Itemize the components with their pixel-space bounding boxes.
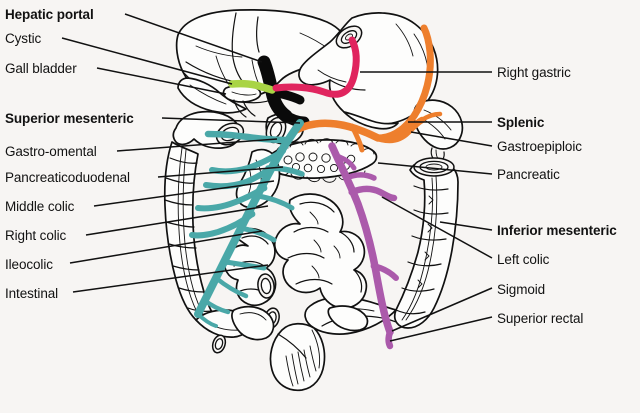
leader-line-pancreatic	[377, 162, 493, 175]
label-superior-mesenteric: Superior mesenteric	[5, 111, 134, 126]
label-inferior-mesenteric: Inferior mesenteric	[497, 223, 617, 238]
vessel-cystic-vein	[228, 79, 276, 94]
label-left-colic: Left colic	[497, 252, 550, 267]
leader-line-superior-rectal	[389, 316, 493, 342]
leader-line-superior-mesenteric	[161, 117, 301, 124]
leader-line-cystic	[61, 37, 233, 85]
label-gastroepiploic: Gastroepiploic	[497, 139, 582, 154]
label-cystic: Cystic	[5, 31, 42, 46]
label-splenic: Splenic	[497, 115, 545, 130]
leader-line-intestinal	[72, 264, 269, 293]
organ-gallbladder	[222, 84, 262, 118]
organ-descending-colon	[393, 157, 459, 329]
leader-line-middle-colic	[93, 180, 275, 207]
leader-line-pancreaticoduodenal	[157, 166, 284, 178]
label-right-colic: Right colic	[5, 228, 67, 243]
leader-line-right-colic	[85, 205, 269, 236]
leader-line-left-colic	[381, 196, 493, 259]
label-gastro-omental: Gastro-omental	[5, 144, 97, 159]
leader-line-gastro-omental	[116, 138, 278, 152]
vessel-right-gastric-vein	[272, 36, 360, 98]
label-middle-colic: Middle colic	[5, 199, 75, 214]
label-superior-rectal: Superior rectal	[497, 311, 584, 326]
leader-line-gall-bladder	[96, 67, 227, 95]
label-right-gastric: Right gastric	[497, 65, 571, 80]
label-gall-bladder: Gall bladder	[5, 61, 77, 76]
label-pancreatic: Pancreatic	[497, 167, 560, 182]
leader-line-ileocolic	[69, 230, 263, 264]
label-sigmoid: Sigmoid	[497, 282, 546, 297]
label-intestinal: Intestinal	[5, 286, 59, 301]
leader-line-hepatic-portal	[124, 13, 263, 63]
leader-line-sigmoid	[391, 287, 493, 332]
leader-lines	[61, 13, 493, 342]
leader-line-inferior-mesenteric	[439, 221, 493, 231]
label-ileocolic: Ileocolic	[5, 257, 53, 272]
vessel-inferior-mesenteric-vein	[328, 142, 399, 350]
label-hepatic-portal: Hepatic portal	[5, 7, 94, 22]
organ-sigmoid-colon	[269, 296, 397, 392]
label-pancreaticoduodenal: Pancreaticoduodenal	[5, 170, 130, 185]
leader-line-gastroepiploic	[410, 131, 493, 147]
